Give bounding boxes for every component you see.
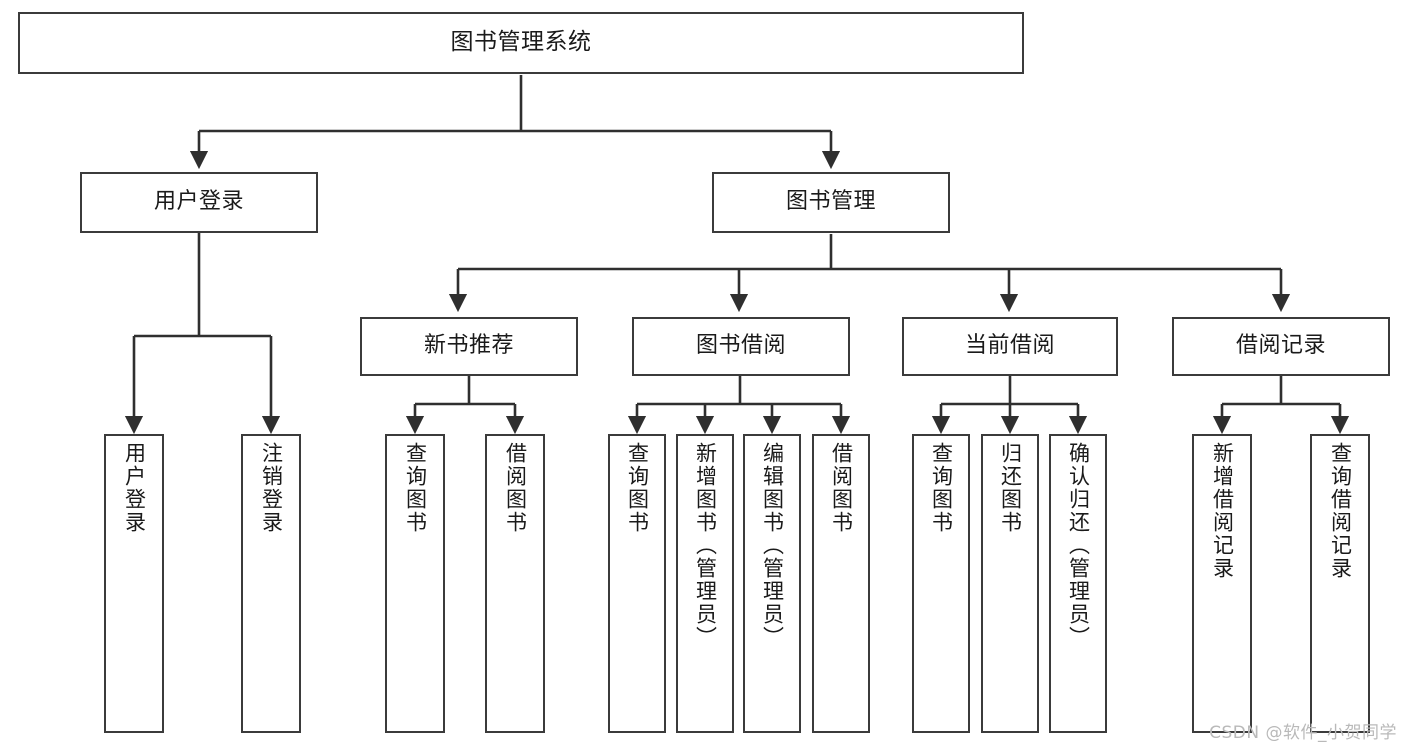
node-book-borrow[interactable]: 图书借阅 (632, 317, 850, 376)
node-leaf-user-login[interactable]: 用户登录 (104, 434, 164, 733)
node-leaf-borrow-book-1[interactable]: 借阅图书 (485, 434, 545, 733)
node-label: 确认归还（管理员） (1066, 442, 1091, 649)
node-label: 归还图书 (998, 442, 1023, 534)
node-label: 图书借阅 (695, 333, 786, 359)
node-leaf-add-borrow-record[interactable]: 新增借阅记录 (1192, 434, 1252, 733)
node-leaf-logout-login[interactable]: 注销登录 (241, 434, 301, 733)
node-label: 查询图书 (625, 442, 650, 534)
node-borrow-record[interactable]: 借阅记录 (1172, 317, 1390, 376)
node-label: 编辑图书（管理员） (760, 442, 785, 649)
node-leaf-query-book-1[interactable]: 查询图书 (385, 434, 445, 733)
csdn-watermark: CSDN @软件_小贺同学 (1209, 723, 1397, 743)
node-leaf-confirm-return[interactable]: 确认归还（管理员） (1049, 434, 1107, 733)
node-label: 查询图书 (929, 442, 954, 534)
node-leaf-add-book[interactable]: 新增图书（管理员） (676, 434, 734, 733)
node-label: 图书管理 (785, 189, 876, 215)
node-label: 借阅记录 (1235, 333, 1326, 359)
node-label: 借阅图书 (829, 442, 854, 534)
node-label: 查询借阅记录 (1328, 442, 1353, 580)
node-leaf-edit-book[interactable]: 编辑图书（管理员） (743, 434, 801, 733)
node-leaf-query-borrow-record[interactable]: 查询借阅记录 (1310, 434, 1370, 733)
node-label: 当前借阅 (964, 333, 1055, 359)
node-leaf-return-book[interactable]: 归还图书 (981, 434, 1039, 733)
node-label: 用户登录 (122, 442, 147, 534)
node-new-book-recommend[interactable]: 新书推荐 (360, 317, 578, 376)
node-label: 用户登录 (153, 189, 244, 215)
node-label: 图书管理系统 (450, 29, 592, 56)
node-user-login[interactable]: 用户登录 (80, 172, 318, 233)
node-leaf-borrow-book-2[interactable]: 借阅图书 (812, 434, 870, 733)
node-leaf-query-book-2[interactable]: 查询图书 (608, 434, 666, 733)
node-root-book-management-system[interactable]: 图书管理系统 (18, 12, 1024, 74)
node-leaf-query-book-3[interactable]: 查询图书 (912, 434, 970, 733)
node-book-management[interactable]: 图书管理 (712, 172, 950, 233)
node-label: 新增图书（管理员） (693, 442, 718, 649)
node-label: 借阅图书 (503, 442, 528, 534)
node-label: 新书推荐 (423, 333, 514, 359)
node-label: 新增借阅记录 (1210, 442, 1235, 580)
node-label: 查询图书 (403, 442, 428, 534)
node-label: 注销登录 (259, 442, 284, 534)
node-current-borrow[interactable]: 当前借阅 (902, 317, 1118, 376)
